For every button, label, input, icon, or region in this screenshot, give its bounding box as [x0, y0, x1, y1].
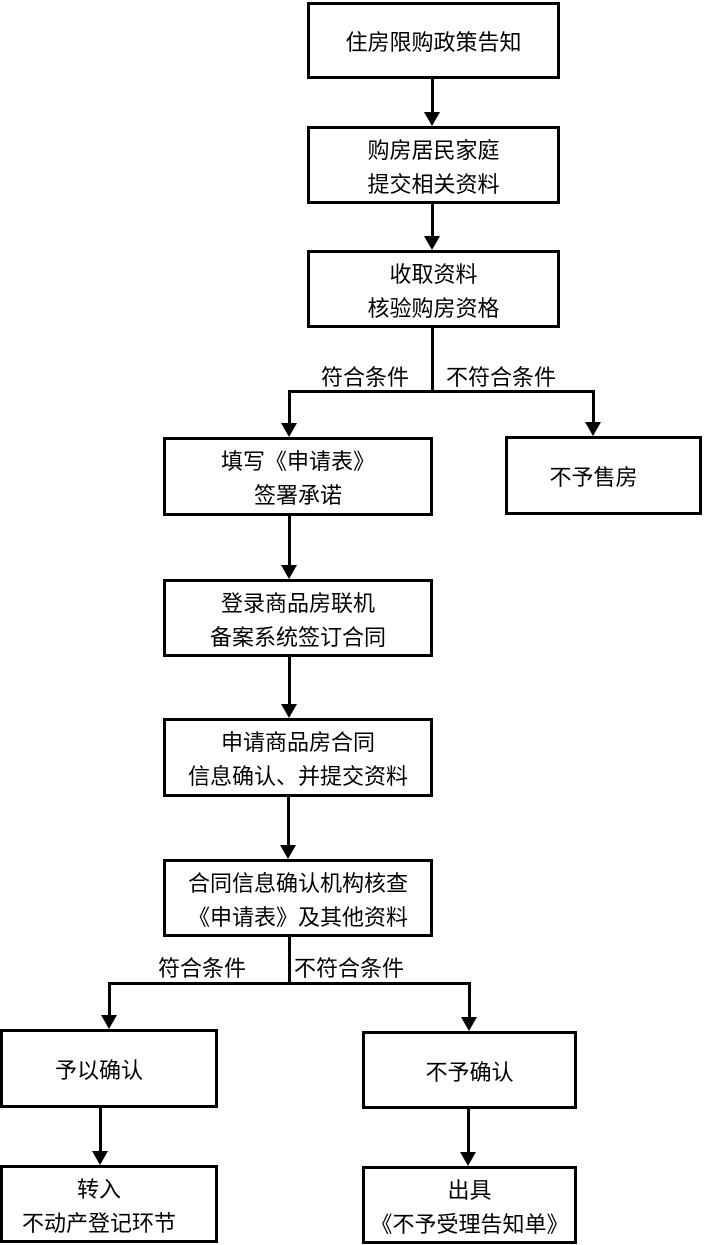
- node-submit-materials: 购房居民家庭 提交相关资料: [307, 126, 560, 204]
- node-label: 不予确认: [425, 1059, 514, 1085]
- connector-line: [99, 1108, 102, 1151]
- branch1-yes-label: 符合条件: [318, 365, 412, 390]
- arrowhead-down-icon: [281, 565, 297, 579]
- connector-line: [431, 204, 434, 236]
- connector-line: [288, 390, 291, 423]
- node-label: 购房居民家庭: [367, 137, 500, 163]
- arrowhead-down-icon: [281, 704, 297, 718]
- arrowhead-down-icon: [92, 1151, 108, 1165]
- node-label: 《申请表》及其他资料: [187, 904, 408, 930]
- connector-line: [287, 797, 290, 845]
- connector-line: [288, 516, 291, 565]
- node-label: 出具: [447, 1177, 492, 1203]
- node-label: 收取资料: [389, 261, 478, 287]
- arrowhead-down-icon: [460, 1152, 476, 1166]
- node-label: 备案系统签订合同: [209, 624, 386, 650]
- branch2-line: [108, 982, 471, 985]
- node-policy-notice: 住房限购政策告知: [307, 2, 560, 79]
- node-label: 《不予受理告知单》: [370, 1211, 569, 1237]
- node-agency-check: 合同信息确认机构核查 《申请表》及其他资料: [163, 859, 433, 937]
- arrowhead-down-icon: [424, 112, 440, 126]
- node-label: 核验购房资格: [367, 295, 500, 321]
- node-no-confirm: 不予确认: [362, 1031, 577, 1109]
- branch2-no-label: 不符合条件: [291, 956, 407, 981]
- node-label: 申请商品房合同: [220, 730, 375, 755]
- arrowhead-down-icon: [461, 1017, 477, 1031]
- branch1-line: [288, 390, 595, 393]
- node-label: 提交相关资料: [367, 171, 500, 197]
- connector-line: [108, 982, 111, 1015]
- node-label: 不予售房: [549, 465, 638, 490]
- node-label: 填写《申请表》: [220, 449, 375, 474]
- node-label: 予以确认: [54, 1058, 143, 1083]
- node-login-system: 登录商品房联机 备案系统签订合同: [163, 579, 433, 657]
- node-verify-qualification: 收取资料 核验购房资格: [307, 250, 560, 328]
- arrowhead-down-icon: [101, 1015, 117, 1029]
- branch1-no-label: 不符合条件: [443, 365, 559, 390]
- node-confirm: 予以确认: [0, 1029, 218, 1108]
- node-label: 不动产登记环节: [21, 1210, 176, 1236]
- arrowhead-down-icon: [585, 422, 601, 436]
- node-transfer-registration: 转入 不动产登记环节: [0, 1165, 218, 1243]
- arrowhead-down-icon: [280, 845, 296, 859]
- connector-line: [431, 328, 434, 391]
- node-label: 登录商品房联机: [220, 590, 375, 616]
- connector-line: [431, 79, 434, 112]
- node-label: 转入: [76, 1176, 121, 1202]
- connector-line: [468, 982, 471, 1017]
- node-label: 住房限购政策告知: [345, 30, 522, 55]
- arrowhead-down-icon: [424, 236, 440, 250]
- node-apply-confirmation: 申请商品房合同 信息确认、并提交资料: [163, 718, 433, 797]
- branch2-yes-label: 符合条件: [155, 956, 249, 981]
- node-label: 信息确认、并提交资料: [187, 764, 408, 789]
- node-fill-application: 填写《申请表》 签署承诺: [163, 437, 433, 516]
- connector-line: [288, 937, 291, 984]
- connector-line: [288, 657, 291, 704]
- connector-line: [592, 390, 595, 422]
- node-label: 合同信息确认机构核查: [187, 870, 408, 896]
- arrowhead-down-icon: [281, 423, 297, 437]
- connector-line: [467, 1109, 470, 1152]
- node-issue-notice: 出具 《不予受理告知单》: [362, 1166, 577, 1244]
- node-no-sale: 不予售房: [505, 436, 702, 515]
- node-label: 签署承诺: [253, 483, 342, 508]
